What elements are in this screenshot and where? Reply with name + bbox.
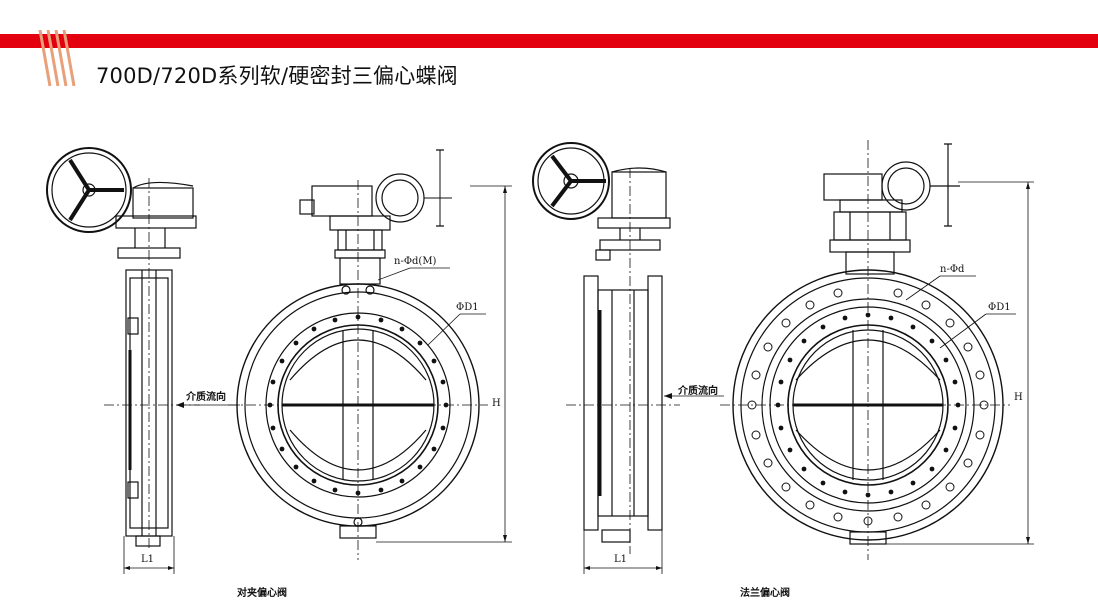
- wafer-front-view: [176, 149, 512, 560]
- wafer-length-dim-label: L1: [141, 554, 155, 565]
- flanged-height-dim-label: H: [1014, 392, 1023, 403]
- flanged-diameter-dim-label: ΦD1: [988, 302, 1011, 313]
- flanged-bolt-dim-label: n-Φd: [940, 264, 965, 275]
- wafer-flow-label: 介质流向: [186, 392, 226, 403]
- flanged-front-view: [664, 140, 1034, 560]
- flanged-outer-bolt-holes: [747, 288, 989, 526]
- wafer-height-dim-label: H: [492, 398, 501, 409]
- flanged-side-view: [532, 142, 680, 574]
- page-title: 700D/720D系列软/硬密封三偏心蝶阀: [96, 64, 458, 88]
- wafer-diameter-dim-label: ΦD1: [456, 302, 479, 313]
- wafer-bolt-dim-label: n-Φd(M): [394, 256, 437, 267]
- flanged-caption: 法兰偏心阀: [740, 588, 790, 599]
- wafer-bolt-holes: [267, 314, 449, 496]
- flanged-flow-label: 介质流向: [678, 386, 718, 397]
- flanged-length-dim-label: L1: [614, 554, 628, 565]
- header-red-bar: [0, 34, 1098, 48]
- flanged-inner-bolt-holes: [775, 312, 961, 498]
- wafer-side-view: [46, 147, 200, 574]
- wafer-caption: 对夹偏心阀: [237, 588, 287, 599]
- logo-stripes: [38, 30, 76, 87]
